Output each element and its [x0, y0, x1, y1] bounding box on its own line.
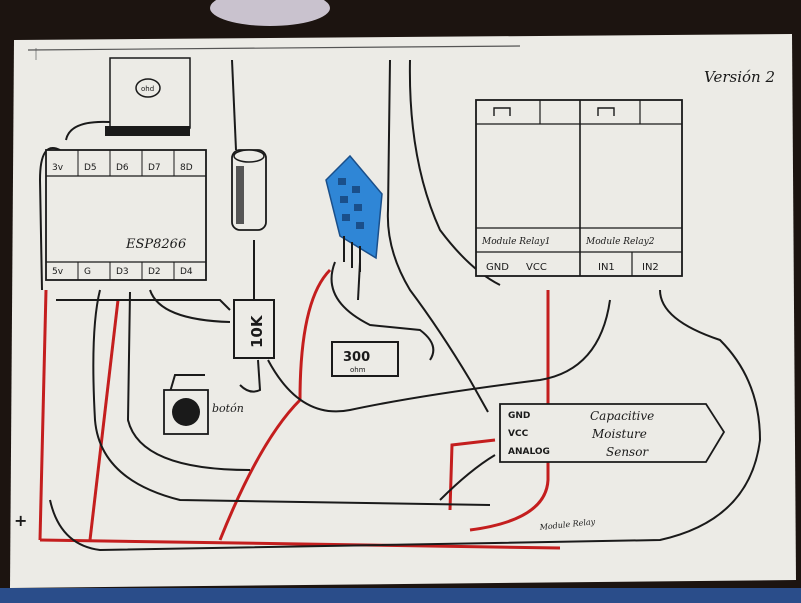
- resistor-300ohm-unit: ohm: [350, 366, 366, 374]
- sensor-name-line2: Moisture: [591, 427, 647, 441]
- button-label: botón: [212, 402, 244, 415]
- cable-10k-to-relay-in1: [267, 299, 611, 413]
- capacitor-top: [233, 149, 265, 163]
- esp-pin-label: D6: [116, 163, 129, 173]
- top-module: ohd: [105, 57, 191, 136]
- sensor-vcc-label: VCC: [508, 429, 529, 439]
- red-wire-relay-vcc: [469, 290, 550, 532]
- relay-vcc-label: VCC: [526, 262, 547, 273]
- red-wire-left-vertical: [38, 289, 48, 541]
- top-edge-line: [27, 45, 521, 51]
- relay-outline: [475, 99, 683, 277]
- esp-pin-label: 5v: [52, 267, 64, 277]
- esp-label: ESP8266: [125, 237, 186, 252]
- dht-sensor: [325, 154, 383, 272]
- esp-pin-label: D4: [180, 267, 193, 277]
- esp-pin-label: D5: [84, 163, 97, 173]
- cable-esp-d2: [126, 291, 251, 471]
- esp-pin-cell: [173, 149, 207, 177]
- resistor-10k-body: [233, 299, 275, 359]
- cable-dht-to-300ohm: [330, 261, 435, 361]
- wire-10k-to-button: [239, 359, 262, 393]
- esp-pin-label: D7: [148, 163, 161, 173]
- plus-sign: +: [14, 511, 27, 530]
- esp-bottom-pins: 5v G D3 D2 D4: [45, 261, 207, 281]
- red-wire-bottom: [39, 538, 561, 550]
- bottom-cloth: [0, 588, 801, 603]
- cable-esp-left: [38, 147, 61, 291]
- relay2-symbol: [597, 107, 615, 116]
- resistor-10k: 10K: [233, 299, 275, 359]
- cable-esp-top: [65, 120, 111, 141]
- resistor-300ohm-body: [331, 341, 399, 377]
- sensor-name-line3: Sensor: [606, 445, 649, 459]
- moisture-sensor: GND VCC ANALOG Capacitive Moisture Senso…: [499, 403, 726, 463]
- esp-pin-label: 8D: [180, 163, 193, 173]
- button-cap: [172, 398, 200, 426]
- top-module-board: [109, 57, 191, 129]
- moisture-sensor-outline: [499, 403, 726, 463]
- sensor-analog-label: ANALOG: [508, 447, 550, 457]
- version-label: Versión 2: [704, 68, 775, 86]
- resistor-300ohm: 300 ohm: [331, 341, 399, 377]
- cable-esp-to-sensor: [92, 289, 491, 506]
- top-module-chip: [135, 78, 161, 98]
- sensor-gnd-label: GND: [508, 411, 530, 421]
- cable-esp-d4: [149, 289, 231, 323]
- resistor-10k-label: 10K: [248, 314, 266, 348]
- relay1-symbol: [493, 107, 511, 116]
- cable-top-to-sensor-gnd: [386, 59, 489, 413]
- push-button: botón: [163, 389, 244, 435]
- cable-esp-bottom: [56, 299, 231, 311]
- wire-capacitor-top: [231, 59, 237, 151]
- sensor-name-line1: Capacitive: [590, 409, 654, 423]
- relay-in2-label: IN2: [642, 262, 659, 273]
- dht-grille: [338, 178, 364, 229]
- resistor-300ohm-value: 300: [343, 350, 370, 365]
- relay-gnd-label: GND: [486, 262, 509, 273]
- esp-pin-label: 3v: [52, 163, 64, 173]
- esp-top-pins: 3v D5 D6 D7 8D: [45, 149, 207, 177]
- relay1-label: Module Relay1: [481, 237, 550, 247]
- top-module-header: [105, 126, 190, 136]
- esp-pin-label: D2: [148, 267, 161, 277]
- red-wire-esp-5v: [88, 299, 120, 541]
- esp-pin-label: D3: [116, 267, 129, 277]
- cable-relay-in2-loop: [49, 289, 762, 552]
- cable-sensor-analog: [439, 454, 496, 501]
- relay-modules: Module Relay1 Module Relay2 GND VCC IN1 …: [475, 99, 683, 277]
- esp-pin-cell: [173, 261, 207, 281]
- capacitor: [231, 149, 267, 231]
- wire-button: [169, 374, 205, 393]
- top-light-glare: [210, 0, 330, 26]
- esp8266-board: ESP8266 3v D5 D6 D7 8D 5v G D3 D2 D4: [45, 149, 207, 281]
- capacitor-stripe: [236, 166, 244, 224]
- relay2-label: Module Relay2: [585, 237, 655, 247]
- relay-in1-label: IN1: [598, 262, 615, 273]
- esp-pin-label: G: [84, 267, 91, 277]
- top-module-label: ohd: [141, 85, 154, 93]
